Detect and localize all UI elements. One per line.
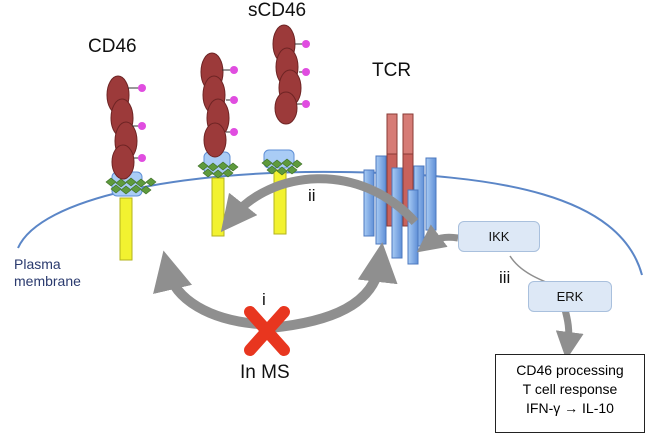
cd46-receptor bbox=[105, 75, 157, 261]
cd46-label: CD46 bbox=[88, 36, 137, 57]
arrow-ikk-to-tcr bbox=[416, 224, 459, 253]
arrow-i-left bbox=[153, 250, 259, 329]
arrow-erk-to-outcome bbox=[555, 305, 584, 360]
tcr-label: TCR bbox=[372, 60, 412, 81]
outcome-line-1: CD46 processing bbox=[516, 362, 624, 378]
tcr-complex bbox=[363, 113, 437, 265]
in-ms-label: In MS bbox=[240, 362, 290, 383]
erk-box: ERK bbox=[528, 281, 612, 312]
plasma-membrane-curve bbox=[17, 170, 643, 276]
outcome-line-2: T cell response bbox=[522, 381, 618, 397]
cd46-glycans bbox=[128, 84, 146, 162]
membrane-label-line2: membrane bbox=[14, 273, 81, 289]
membrane-label-line1: Plasma bbox=[14, 256, 61, 272]
step-i-label: i bbox=[262, 290, 266, 309]
erk-label: ERK bbox=[556, 289, 584, 304]
outcome-line-3: IFN-γ → IL-10 bbox=[526, 400, 614, 416]
cd46-ccp-domains bbox=[106, 75, 138, 180]
red-cross-icon bbox=[244, 306, 290, 356]
cd46-green-diamonds bbox=[105, 177, 157, 195]
step-ii-label: ii bbox=[308, 186, 316, 205]
cd46-yellow-anchor bbox=[119, 197, 133, 261]
arrow-ii bbox=[220, 174, 419, 233]
outcome-box: CD46 processing T cell response IFN-γ → … bbox=[495, 354, 645, 433]
cd46-receptor-2 bbox=[197, 52, 239, 237]
scd46-soluble bbox=[272, 24, 310, 125]
scd46-label: sCD46 bbox=[248, 0, 307, 21]
arrow-i-right bbox=[269, 242, 398, 333]
ikk-label: IKK bbox=[488, 229, 510, 244]
ikk-box: IKK bbox=[458, 221, 540, 252]
step-iii-label: iii bbox=[499, 268, 511, 287]
